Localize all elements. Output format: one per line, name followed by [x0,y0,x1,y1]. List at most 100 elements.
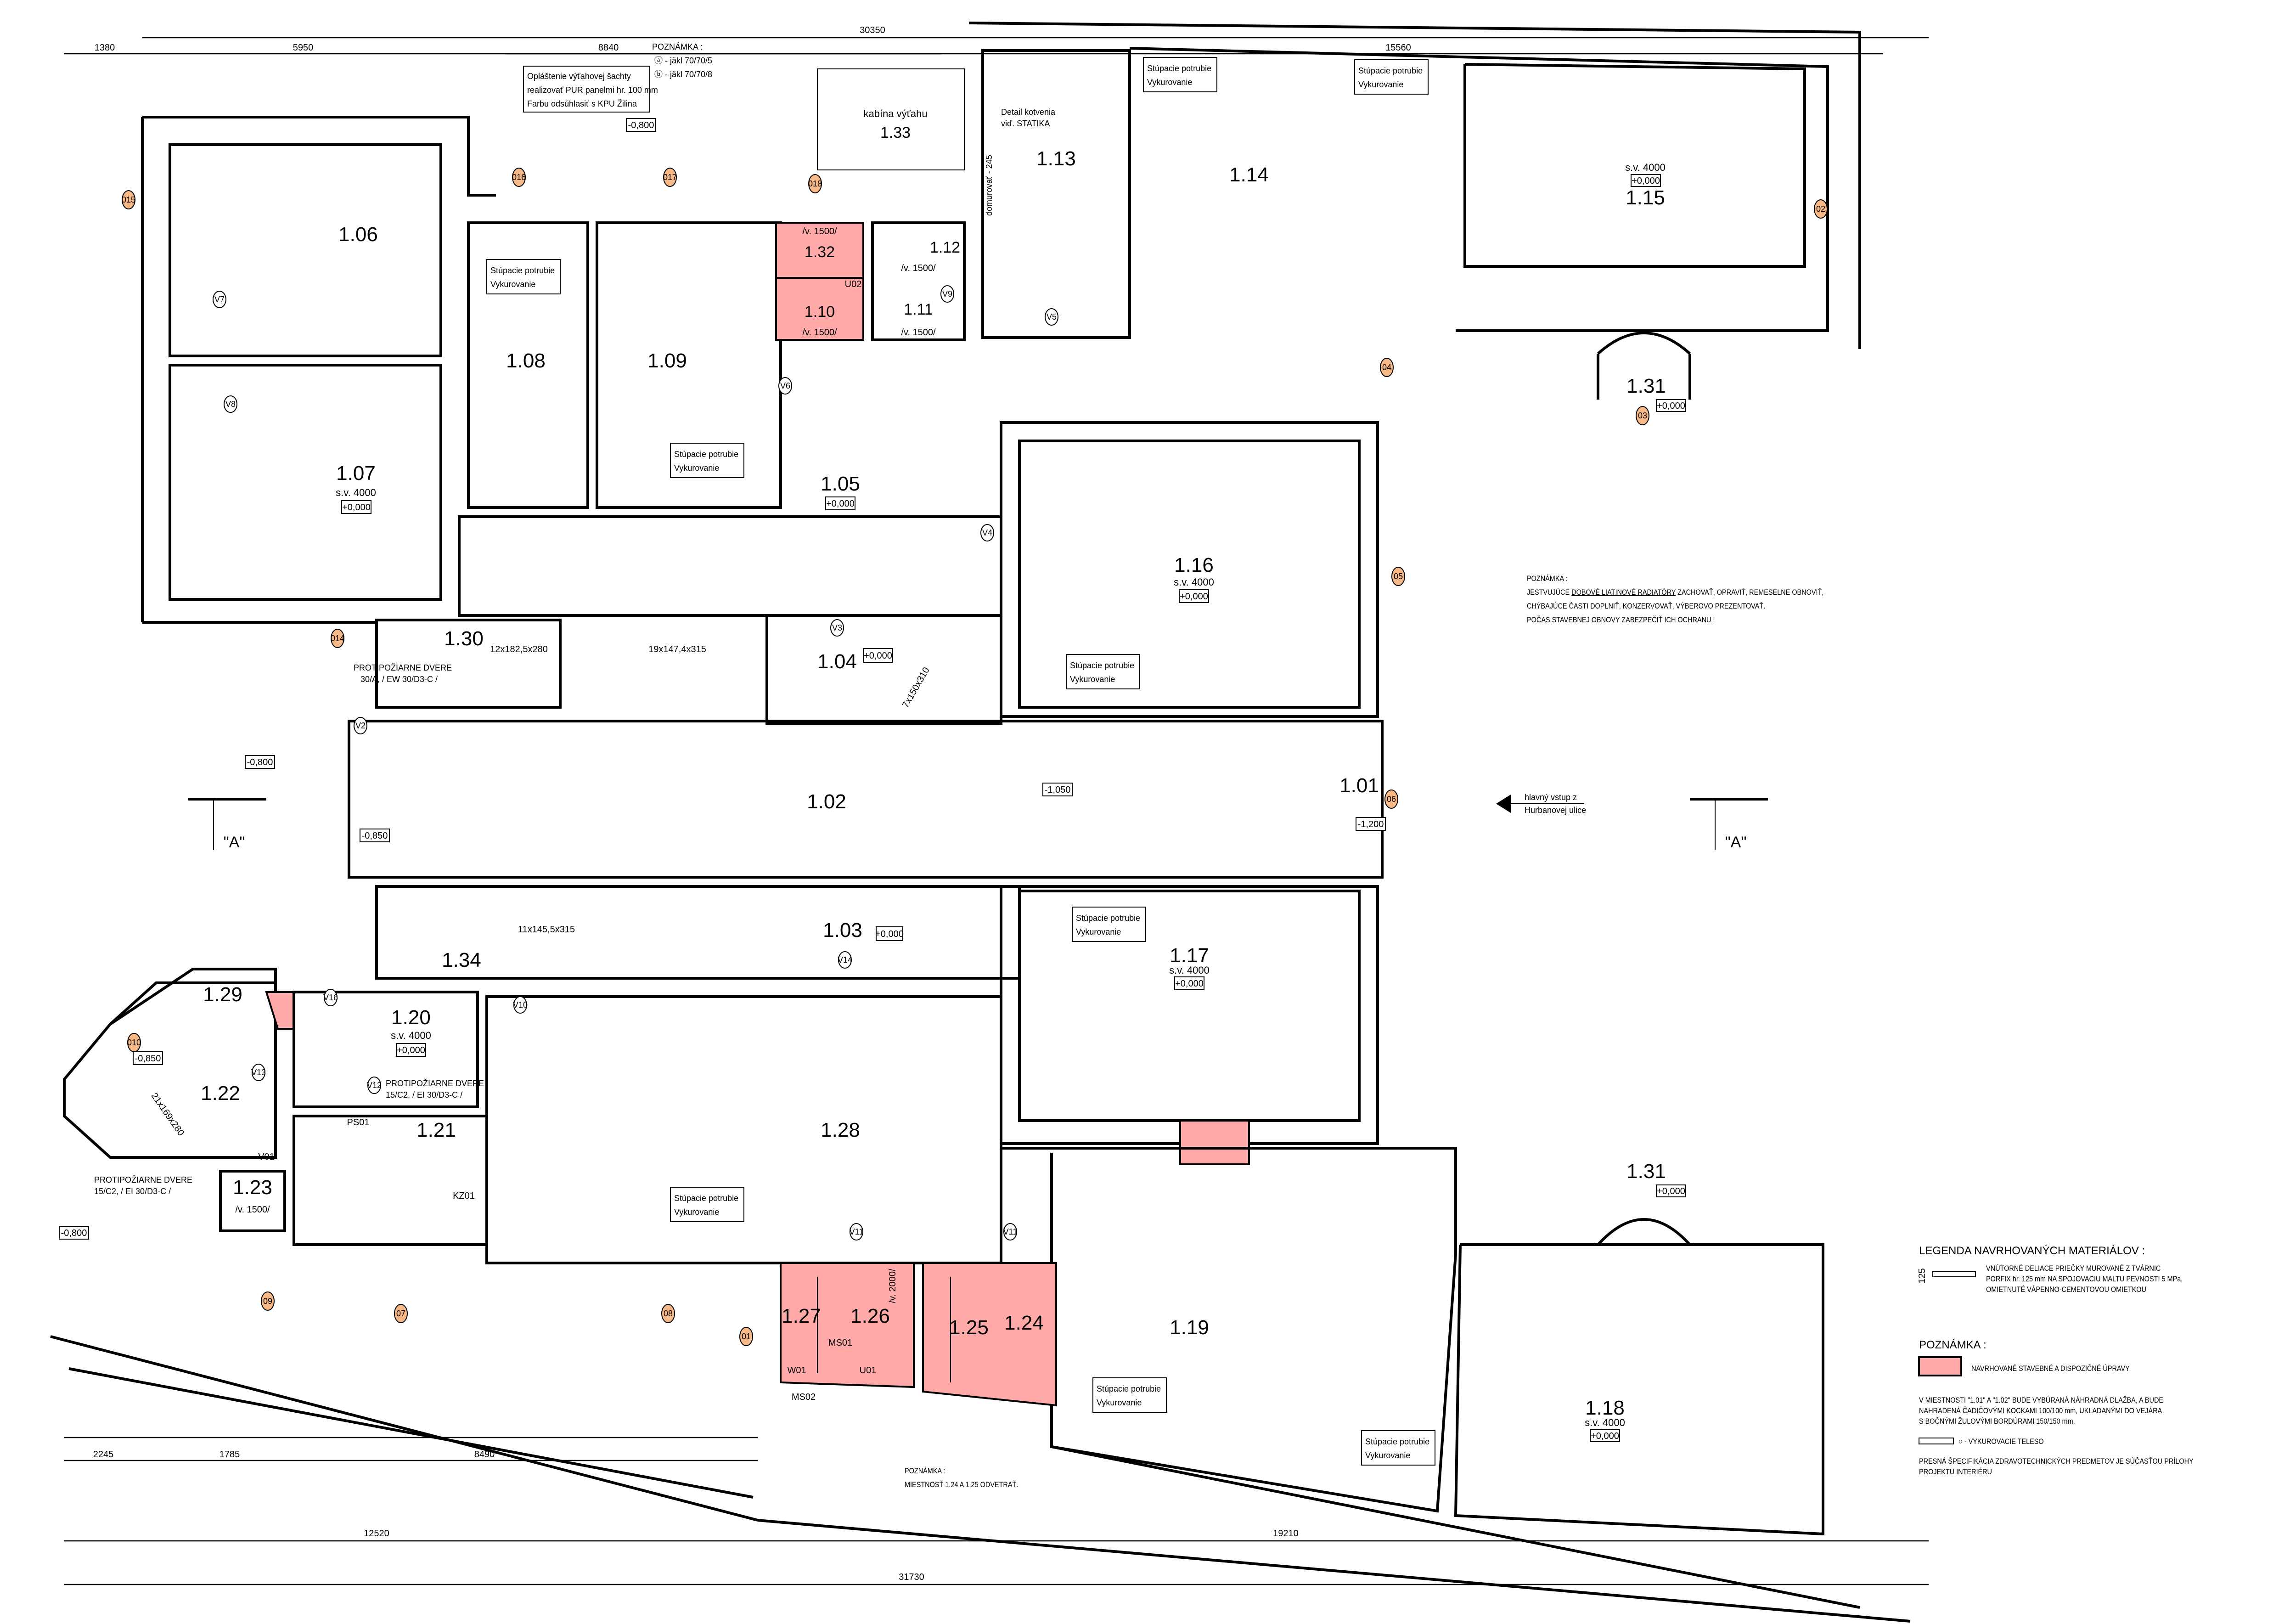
level-1-03: +0,000 [875,929,904,939]
window-tag-text: 010 [127,1038,141,1047]
radiator-swatch [1919,1438,1954,1444]
window-tag-08: 08 [661,1304,675,1323]
bottom-dimension-lines: 2245 1785 8490 12520 19210 31730 [64,1437,1929,1585]
floor-note: V MIESTNOSTI "1.01" A "1.02" BUDE VYBÚRA… [1919,1395,2163,1427]
window-tag-text: 016 [512,173,526,182]
door-tag-text: V11 [1003,1227,1018,1236]
detail-anchor: Detail kotvenia [1001,107,1056,117]
door-tag-v16: V16 [323,989,338,1006]
dim-bottom-2245: 2245 [93,1449,114,1460]
level-1-05: +0,000 [826,499,855,509]
spec-note: PRESNÁ ŠPECIFIKÁCIA ZDRAVOTECHNICKÝCH PR… [1919,1456,2194,1477]
window-tag-07: 07 [394,1304,408,1323]
fire-door-label: PROTIPOŽIARNE DVERE [94,1175,192,1184]
sv-1-20: s.v. 4000 [391,1030,431,1041]
dim-bottom-31730: 31730 [899,1572,924,1582]
sv-1-15: s.v. 4000 [1625,162,1666,173]
stair-spec: 12x182,5x280 [490,644,548,654]
riser-text: Stúpacie potrubie [674,1194,738,1203]
room-label-1-15: 1.15 [1626,186,1665,209]
door-tag-text: V12 [367,1081,382,1090]
level-bottom-left: -0,800 [61,1228,87,1238]
legend-note-title: POZNÁMKA : [1919,1339,1986,1351]
stair-spec: 11x145,5x315 [518,925,575,935]
window-tag-text: 07 [396,1309,405,1318]
door-tag-v9: V9 [940,285,954,303]
room-label-1-24: 1.24 [1004,1312,1044,1334]
riser-text: Stúpacie potrubie [1147,64,1211,73]
sanitary-v01: V01 [258,1152,275,1162]
door-tag-v8: V8 [224,395,237,413]
window-tag-text: 02 [1816,204,1825,214]
room-label-1-05: 1.05 [821,473,860,495]
ventilation-note-text: MIESTNOSŤ 1.24 A 1,25 ODVETRAŤ. [905,1480,1019,1489]
legend-title: LEGENDA NAVRHOVANÝCH MATERIÁLOV : [1919,1245,2145,1257]
sanitary-u01: U01 [860,1365,877,1376]
room-label-1-18: 1.18 [1585,1397,1625,1419]
riser-text: Vykurovanie [1097,1398,1142,1407]
legend-graphics: 125 [1917,1268,1976,1444]
fire-door-label: PROTIPOŽIARNE DVERE [354,663,452,672]
window-tag-05: 05 [1391,567,1405,586]
riser-text: Stúpacie potrubie [490,266,555,275]
window-tag-text: 08 [664,1309,673,1318]
room-label-1-29: 1.29 [203,983,242,1006]
window-tag-016: 016 [512,168,526,187]
note-1-12: /v. 1500/ [901,263,936,273]
dim-bottom-19210: 19210 [1273,1528,1299,1539]
room-1-26-1-27-area [780,1262,915,1388]
door-tag-text: V2 [355,721,366,730]
entrance-label-line2: Hurbanovej ulice [1525,806,1586,815]
main-entrance-marker: hlavný vstup z Hurbanovej ulice [1496,793,1586,815]
room-label-1-02: 1.02 [807,790,846,813]
window-tag-04: 04 [1380,358,1394,377]
riser-text: Vykurovanie [1147,78,1192,87]
door-tag-text: V14 [838,955,852,964]
riser-text: Vykurovanie [490,280,535,289]
sanitary-u02: U02 [845,279,862,289]
room-label-1-03: 1.03 [823,919,862,942]
riser-text: Stúpacie potrubie [1365,1437,1429,1446]
room-label-1-21: 1.21 [416,1119,456,1141]
window-tag-09: 09 [261,1291,275,1311]
door-tag-text: V11 [850,1227,864,1236]
wall-desc-line: PORFIX hr. 125 mm NA SPOJOVACIU MALTU PE… [1986,1274,2183,1283]
wall-thickness-label: 125 [1917,1268,1927,1283]
stair-spec: 21x169x280 [149,1091,186,1138]
domurovat-note: domurovať - 245 [985,155,994,216]
note-1-26: /v. 2000/ [888,1269,898,1303]
section-marker-a-right: "A" [1725,834,1747,851]
door-tag-text: V6 [780,381,790,390]
door-tag-v4: V4 [980,524,994,541]
window-tag-02: 02 [1814,199,1828,219]
riser-text: Vykurovanie [674,1207,719,1217]
room-label-1-16: 1.16 [1174,554,1214,576]
window-tag-014: 014 [331,629,344,648]
fire-door-labels: PROTIPOŽIARNE DVERE 30/A, / EW 30/D3-C /… [94,663,484,1196]
room-label-1-01: 1.01 [1339,774,1379,797]
spec-note-line: PRESNÁ ŠPECIFIKÁCIA ZDRAVOTECHNICKÝCH PR… [1919,1457,2194,1466]
sanitary-ms01: MS01 [828,1338,852,1348]
top-dimension-lines: 1380 5950 30350 8840 15560 [64,25,1929,55]
riser-text: Stúpacie potrubie [1076,914,1140,923]
window-tag-text: 017 [663,173,677,182]
radiator-note-text: POČAS STAVEBNEJ OBNOVY ZABEZPEČIŤ ICH OC… [1527,615,1715,624]
sanitary-labels: W01 U01 U02 V01 MS01 MS02 KZ01 PS01 /v. … [258,279,898,1402]
window-tag-text: 015 [122,195,135,204]
window-tag-03: 03 [1636,406,1649,425]
sv-1-17: s.v. 4000 [1169,964,1210,976]
level-1-18: +0,000 [1591,1431,1619,1441]
highlight-description: NAVRHOVANÉ STAVEBNÉ A DISPOZIČNÉ ÚPRAVY [1971,1364,2130,1373]
riser-text: Vykurovanie [674,463,719,473]
lift-cabin-label: kabína výťahu [863,108,927,119]
lift-note-a: ⓐ - jäkl 70/70/5 [654,56,712,65]
window-tags: 015 016 017 018 02 03 04 05 06 010 014 0… [122,168,1828,1346]
lift-note-box-line: Farbu odsúhlasiť s KPU Žilina [527,99,637,108]
room-label-1-13: 1.13 [1036,147,1076,170]
level-1-07: +0,000 [342,502,371,513]
